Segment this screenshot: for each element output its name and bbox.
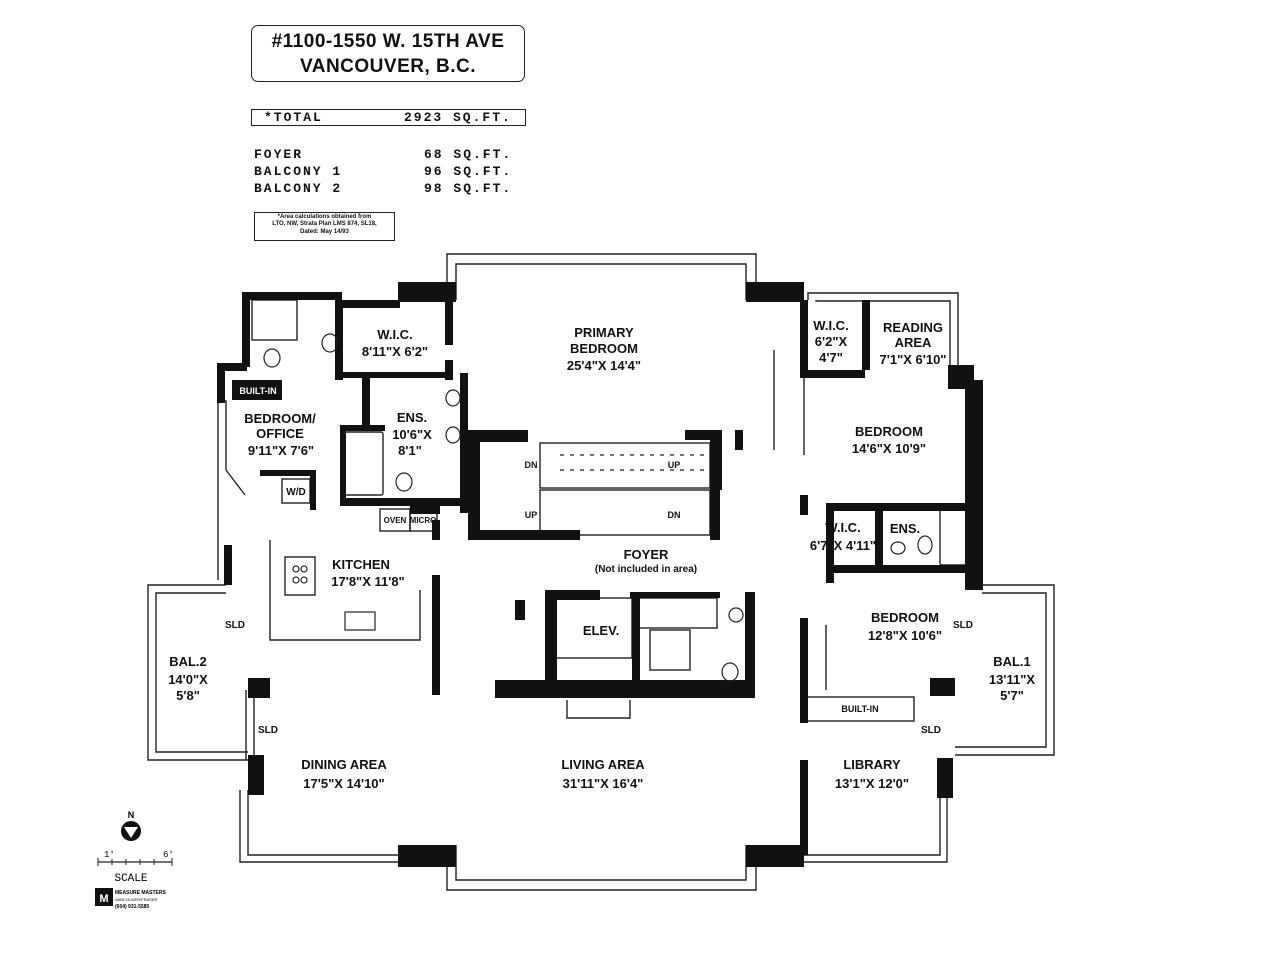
built-in-1: BUILT-IN — [239, 386, 276, 396]
kitchen-name: KITCHEN — [332, 557, 390, 572]
scale-left-label: 1' — [104, 850, 115, 860]
measure-masters-logo: M MEASURE MASTERS VANCOUVER/FRASER (604)… — [95, 888, 167, 910]
bedroom-2-dims: 12'8"X 10'6" — [868, 628, 942, 643]
note-line-2: LTO, NW, Strata Plan LMS 874, SL18, — [272, 221, 377, 228]
area-value: 98 SQ.FT. — [424, 181, 513, 196]
primary-bedroom-name-2: BEDROOM — [570, 341, 638, 356]
sld-left: SLD — [225, 620, 245, 631]
living-area-name: LIVING AREA — [561, 757, 645, 772]
microwave-label: MICRO — [410, 516, 437, 525]
total-label: *TOTAL — [264, 110, 323, 125]
bedroom-2-name: BEDROOM — [871, 610, 939, 625]
address-box: #1100-1550 W. 15TH AVE VANCOUVER, B.C. — [251, 25, 525, 82]
ensuite-1-dims-2: 8'1" — [398, 443, 422, 458]
foyer-note: (Not included in area) — [595, 564, 697, 575]
address-line-1: #1100-1550 W. 15TH AVE — [271, 31, 505, 52]
logo-sub: VANCOUVER/FRASER — [115, 897, 157, 902]
reading-area-dims: 7'1"X 6'10" — [880, 352, 947, 367]
area-row-foyer: FOYER 68 SQ.FT. — [254, 146, 529, 163]
kitchen-dims: 17'8"X 11'8" — [331, 574, 404, 589]
wic-1-name: W.I.C. — [377, 327, 412, 342]
balcony-1-dims-2: 5'7" — [1000, 688, 1024, 703]
total-area-box: *TOTAL 2923 SQ.FT. — [251, 109, 526, 126]
wic-2-name: W.I.C. — [813, 318, 848, 333]
stairs-dn-1: DN — [525, 460, 538, 470]
svg-text:M: M — [99, 893, 108, 905]
reading-area-name-1: READING — [883, 320, 943, 335]
wic-2-dims-1: 6'2"X — [815, 334, 848, 349]
bedroom-office-dims: 9'11"X 7'6" — [248, 443, 314, 458]
north-arrow-icon: N — [121, 810, 141, 841]
dining-area-name: DINING AREA — [301, 757, 387, 772]
library-name: LIBRARY — [843, 757, 901, 772]
note-line-1: *Area calculations obtained from — [277, 214, 372, 220]
wic-2-dims-2: 4'7" — [819, 350, 843, 365]
primary-bedroom-name-1: PRIMARY — [574, 325, 634, 340]
fixtures — [263, 333, 933, 682]
dining-area-dims: 17'5"X 14'10" — [303, 776, 384, 791]
room-labels: W.I.C. 8'11"X 6'2" PRIMARY BEDROOM 25'4"… — [168, 318, 1035, 791]
ensuite-1-dims-1: 10'6"X — [392, 427, 432, 442]
note-line-3: Dated: May 14/93 — [300, 228, 349, 235]
library-dims: 13'1"X 12'0" — [835, 776, 909, 791]
scale-bar: 1' 6' SCALE — [97, 850, 174, 885]
balcony-1-dims-1: 13'11"X — [989, 672, 1035, 687]
total-value: 2923 SQ.FT. — [404, 110, 512, 125]
living-area-dims: 31'11"X 16'4" — [563, 776, 644, 791]
ensuite-2-name: ENS. — [890, 521, 920, 536]
reading-area-name-2: AREA — [895, 335, 932, 350]
bedroom-1-name: BEDROOM — [855, 424, 923, 439]
balcony-2-dims-1: 14'0"X — [168, 672, 208, 687]
wic-3-name: W.I.C. — [825, 520, 860, 535]
north-label: N — [128, 810, 135, 820]
logo-name: MEASURE MASTERS — [115, 890, 167, 896]
scale-label: SCALE — [114, 873, 147, 885]
area-value: 96 SQ.FT. — [424, 164, 513, 179]
washer-dryer: W/D — [286, 487, 305, 498]
stairs-up-2: UP — [525, 510, 538, 520]
logo-phone: (604) 931-5585 — [115, 904, 149, 910]
foyer-name: FOYER — [624, 547, 669, 562]
bedroom-1-dims: 14'6"X 10'9" — [852, 441, 926, 456]
wic-1-dims: 8'11"X 6'2" — [362, 344, 428, 359]
stairs-dn-2: DN — [668, 510, 681, 520]
stairs-up-1: UP — [668, 460, 681, 470]
scale-right-label: 6' — [163, 850, 174, 860]
sld-right: SLD — [953, 620, 973, 631]
plan-walls — [217, 282, 983, 867]
area-row-balcony-2: BALCONY 2 98 SQ.FT. — [254, 180, 529, 197]
wic-3-dims: 6'7"X 4'11" — [810, 538, 876, 553]
balcony-2-name: BAL.2 — [169, 654, 207, 669]
area-row-balcony-1: BALCONY 1 96 SQ.FT. — [254, 163, 529, 180]
oven-label: OVEN — [384, 516, 407, 525]
area-label: BALCONY 2 — [254, 181, 343, 196]
primary-bedroom-dims: 25'4"X 14'4" — [567, 358, 641, 373]
address-line-2: VANCOUVER, B.C. — [299, 56, 477, 77]
sld-library: SLD — [921, 725, 941, 736]
elevator-label: ELEV. — [583, 623, 619, 638]
ensuite-1-name: ENS. — [397, 410, 427, 425]
area-label: FOYER — [254, 147, 304, 162]
balcony-1-name: BAL.1 — [993, 654, 1031, 669]
area-value: 68 SQ.FT. — [424, 147, 513, 162]
sld-dining: SLD — [258, 725, 278, 736]
area-label: BALCONY 1 — [254, 164, 343, 179]
built-in-2: BUILT-IN — [841, 704, 878, 714]
bedroom-office-name-1: BEDROOM/ — [244, 411, 316, 426]
area-note: *Area calculations obtained from LTO, NW… — [254, 212, 395, 241]
bedroom-office-name-2: OFFICE — [256, 426, 304, 441]
balcony-2-dims-2: 5'8" — [176, 688, 200, 703]
